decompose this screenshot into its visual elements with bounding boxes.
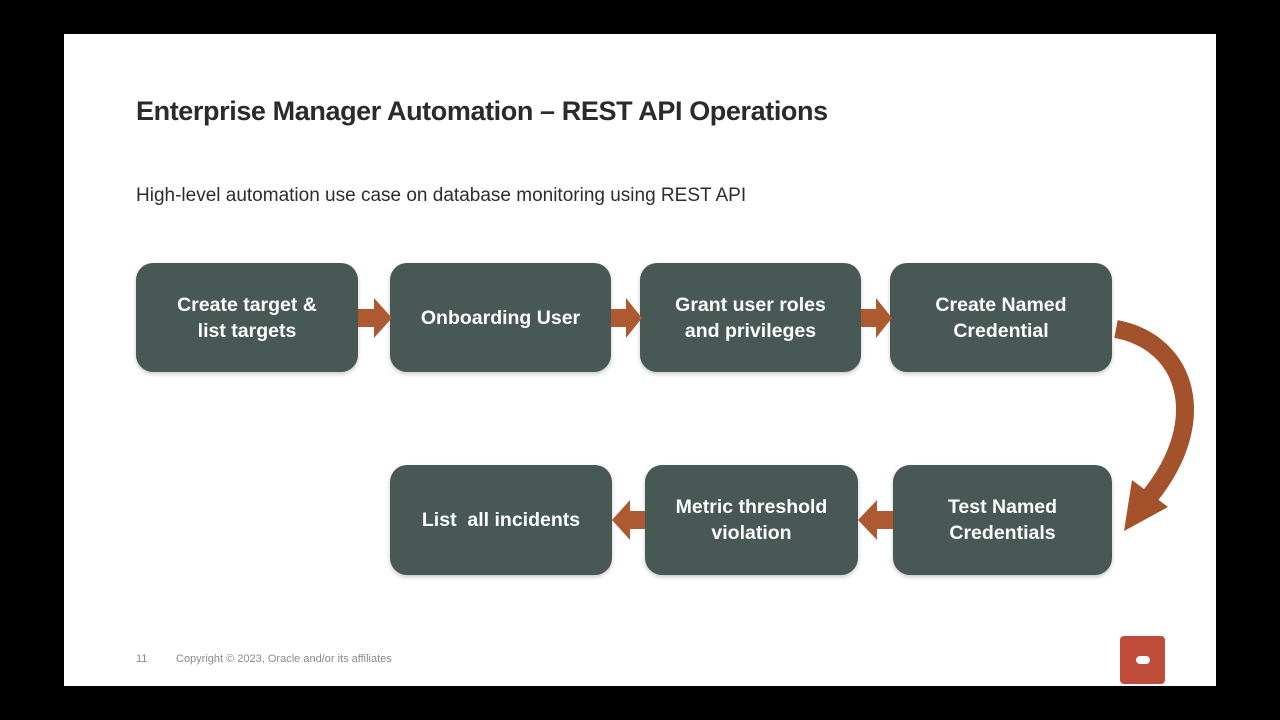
- curved-arrow-head-icon: [1124, 480, 1168, 531]
- slide: Enterprise Manager Automation – REST API…: [64, 34, 1216, 686]
- flow-step-label: Create target & list targets: [177, 293, 317, 342]
- flow-step-label: Metric threshold violation: [675, 496, 828, 544]
- page-number: 11: [136, 653, 148, 665]
- arrow-left-icon: [858, 500, 893, 540]
- page-title: Enterprise Manager Automation – REST API…: [136, 96, 828, 126]
- slide-subtitle: High-level automation use case on databa…: [136, 185, 747, 206]
- flow-step-grant-roles: Grant user roles and privileges: [640, 263, 861, 372]
- curved-arrow-icon: [1114, 320, 1194, 502]
- flow-step-label: Onboarding User: [420, 306, 581, 329]
- arrow-right-icon: [358, 298, 392, 338]
- arrow-left-icon: [612, 500, 645, 540]
- flow-step-label: List all incidents: [421, 509, 581, 531]
- flow-step-label: Test Named Credentials: [947, 496, 1058, 544]
- slide-footer: 11 Copyright © 2023, Oracle and/or its a…: [136, 653, 392, 665]
- arrow-right-icon: [861, 298, 892, 338]
- copyright-text: Copyright © 2023, Oracle and/or its affi…: [176, 653, 392, 665]
- flow-step-label: Create Named Credential: [935, 293, 1067, 342]
- flow-step-onboarding-user: Onboarding User: [390, 263, 611, 372]
- flow-step-label: Grant user roles and privileges: [675, 293, 826, 342]
- flow-step-list-incidents: List all incidents: [390, 465, 612, 575]
- flow-step-metric-threshold: Metric threshold violation: [645, 465, 858, 575]
- oracle-logo-icon: [1120, 636, 1165, 684]
- flow-step-create-target: Create target & list targets: [136, 263, 358, 372]
- arrow-right-icon: [611, 298, 642, 338]
- flow-step-test-named-credentials: Test Named Credentials: [893, 465, 1112, 575]
- oracle-logo-oval: [1135, 656, 1150, 664]
- flow-step-create-named-credential: Create Named Credential: [890, 263, 1112, 372]
